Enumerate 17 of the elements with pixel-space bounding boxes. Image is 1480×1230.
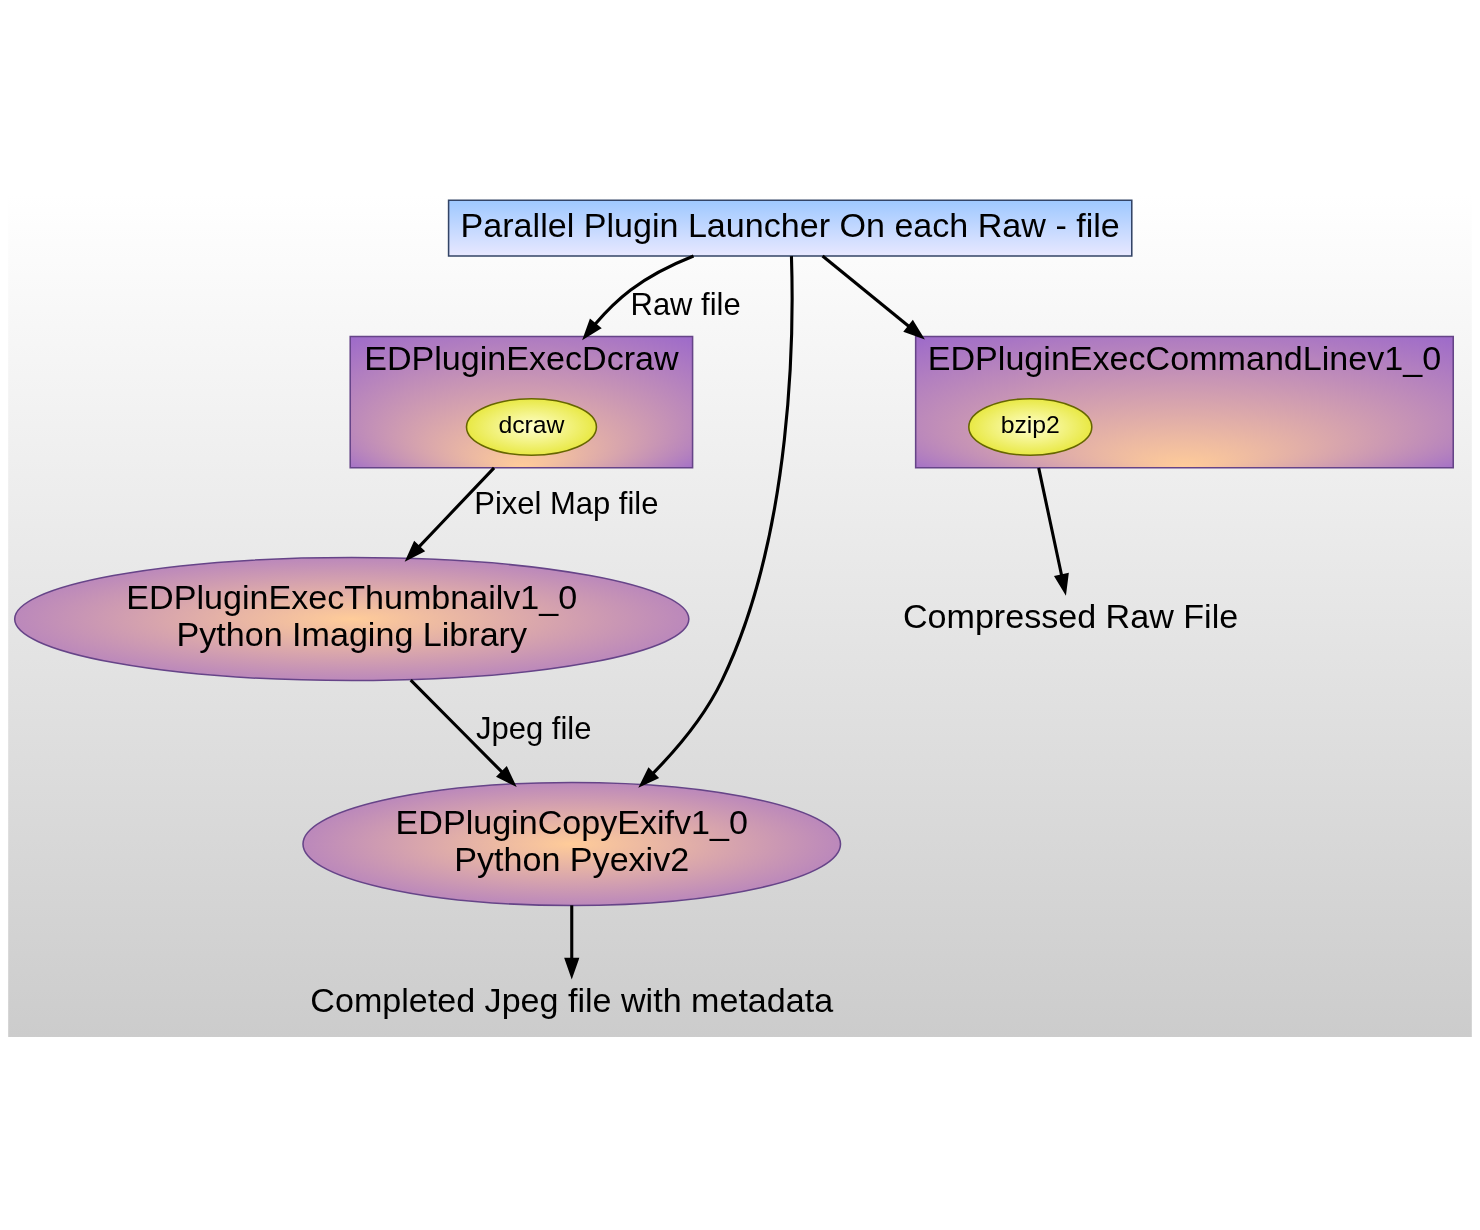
edge-label: Raw file (630, 286, 741, 322)
edge-label: Pixel Map file (474, 485, 659, 521)
node-text: Completed Jpeg file with metadata (310, 980, 834, 1019)
arrow (564, 904, 580, 980)
arrow (582, 254, 695, 340)
arrow (821, 254, 925, 339)
arrow (404, 466, 496, 562)
node-box: Parallel Plugin Launcher On each Raw - file (447, 198, 1133, 257)
node-ellipse: dcraw (465, 397, 598, 456)
node-ellipse: bzip2 (968, 397, 1093, 456)
node-ellipse: EDPluginCopyExifv1_0 Python Pyexiv2 (302, 781, 842, 906)
node-ellipse: EDPluginExecThumbnailv1_0 Python Imaging Library (13, 556, 690, 681)
node-text: Compressed Raw File (902, 596, 1239, 635)
arrow (638, 255, 794, 788)
edge-label: Jpeg file (476, 710, 592, 746)
arrow (409, 678, 517, 787)
arrow (1037, 467, 1069, 596)
